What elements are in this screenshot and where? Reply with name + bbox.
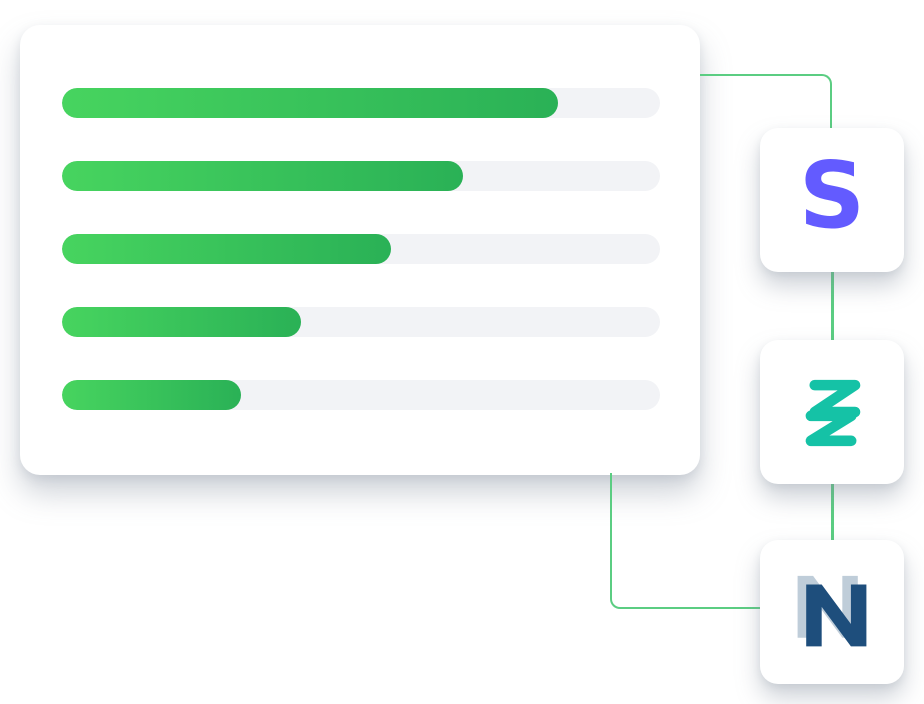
bar-row [62,88,660,118]
z-stroke-lower [805,410,857,447]
bar-track [62,161,660,191]
chart-card [20,25,700,475]
bar-row [62,307,660,337]
bar-fill [62,380,242,410]
connector-chart-to-netsuite [610,473,760,609]
bar-track [62,88,660,118]
bar-track [62,307,660,337]
connector-stripe-to-z [831,272,834,340]
bar-fill [62,161,463,191]
bar-fill [62,88,559,118]
stripe-s-logo: S [798,142,866,249]
bar-row [62,380,660,410]
netsuite-n-logo [797,575,867,647]
bar-row [62,234,660,264]
bar-fill [62,307,302,337]
app-card-double-z [760,340,904,484]
bar-row [62,161,660,191]
connector-z-to-netsuite [831,484,834,540]
bar-track [62,380,660,410]
double-z-logo [805,379,861,447]
netsuite-n-main-shape [806,584,867,647]
app-card-stripe: S [760,128,904,272]
bar-fill [62,234,391,264]
app-card-netsuite [760,540,904,684]
connector-chart-to-stripe [700,74,832,130]
bar-track [62,234,660,264]
z-stroke-upper [809,379,861,418]
